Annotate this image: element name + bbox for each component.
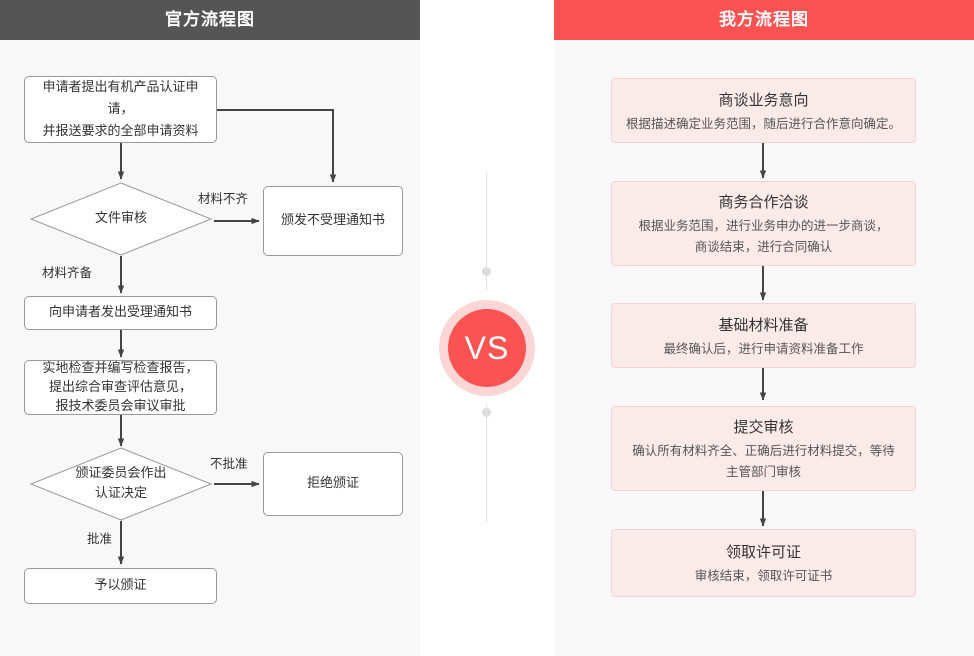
vs-dot-top	[482, 267, 491, 276]
node-apply[interactable]: 申请者提出有机产品认证申请， 并报送要求的全部申请资料	[24, 76, 217, 143]
node-reject-notice-label: 颁发不受理通知书	[280, 213, 385, 228]
card-step-1-desc: 根据描述确定业务范围，随后进行合作意向确定。	[625, 115, 901, 131]
node-committee-decision[interactable]: 颁证委员会作出 认证决定	[29, 447, 213, 521]
card-step-2-desc: 根据业务范围，进行业务申办的进一步商谈， 商谈结束，进行合同确认	[638, 218, 889, 254]
card-step-1-title: 商谈业务意向	[718, 90, 809, 109]
node-inspection-label: 实地检查并编写检查报告， 提出综合审查评估意见， 报技术委员会审议审批	[42, 361, 199, 414]
card-step-3-title: 基础材料准备	[718, 315, 809, 334]
node-accept-notice[interactable]: 向申请者发出受理通知书	[24, 296, 217, 330]
vs-badge: VS	[439, 300, 535, 396]
edge-label-approved: 批准	[87, 531, 113, 546]
node-grant-cert-label: 予以颁证	[94, 578, 147, 593]
our-flow-panel: 我方流程图 商谈业务意向 根据描述确定业务范围，随后进行合作意向确定。 商务合作…	[554, 0, 974, 656]
node-doc-review-label: 文件审核	[94, 211, 147, 226]
edge-label-not-approved: 不批准	[210, 456, 248, 471]
vs-badge-label: VS	[448, 309, 526, 387]
card-step-5-title: 领取许可证	[725, 543, 801, 561]
card-step-4-desc: 确认所有材料齐全、正确后进行材料提交，等待 主管部门审核	[632, 443, 895, 479]
edge-label-materials-complete: 材料齐备	[42, 265, 93, 280]
vs-line-top	[486, 172, 487, 290]
node-doc-review[interactable]: 文件审核	[29, 182, 213, 256]
vs-divider: VS	[420, 0, 554, 656]
our-flow-title: 我方流程图	[554, 0, 974, 40]
node-committee-decision-label: 颁证委员会作出 认证决定	[75, 466, 167, 501]
vs-line-bottom	[486, 404, 487, 522]
card-step-3-desc: 最终确认后，进行申请资料准备工作	[663, 340, 864, 356]
card-step-3[interactable]: 基础材料准备 最终确认后，进行申请资料准备工作	[611, 303, 916, 368]
card-step-2[interactable]: 商务合作洽谈 根据业务范围，进行业务申办的进一步商谈， 商谈结束，进行合同确认	[611, 181, 916, 266]
official-flow-panel: 官方流程图 申请者提出有机产品认证申请， 并报送要求的全部申请资料 文	[0, 0, 420, 656]
edge-label-materials-incomplete: 材料不齐	[198, 191, 249, 206]
card-step-1[interactable]: 商谈业务意向 根据描述确定业务范围，随后进行合作意向确定。	[611, 78, 916, 143]
official-flow-title: 官方流程图	[0, 0, 420, 40]
card-step-5[interactable]: 领取许可证 审核结束，领取许可证书	[611, 529, 916, 597]
card-step-4[interactable]: 提交审核 确认所有材料齐全、正确后进行材料提交，等待 主管部门审核	[611, 406, 916, 491]
card-step-4-title: 提交审核	[733, 418, 794, 436]
node-refuse-cert[interactable]: 拒绝颁证	[263, 452, 403, 516]
node-reject-notice[interactable]: 颁发不受理通知书	[263, 186, 403, 256]
node-accept-notice-label: 向申请者发出受理通知书	[48, 305, 192, 320]
card-step-5-desc: 审核结束，领取许可证书	[694, 568, 833, 583]
node-apply-label: 申请者提出有机产品认证申请， 并报送要求的全部申请资料	[42, 79, 199, 139]
node-inspection[interactable]: 实地检查并编写检查报告， 提出综合审查评估意见， 报技术委员会审议审批	[24, 360, 217, 415]
node-refuse-cert-label: 拒绝颁证	[306, 476, 359, 491]
card-step-2-title: 商务合作洽谈	[718, 193, 809, 211]
node-grant-cert[interactable]: 予以颁证	[24, 568, 217, 604]
